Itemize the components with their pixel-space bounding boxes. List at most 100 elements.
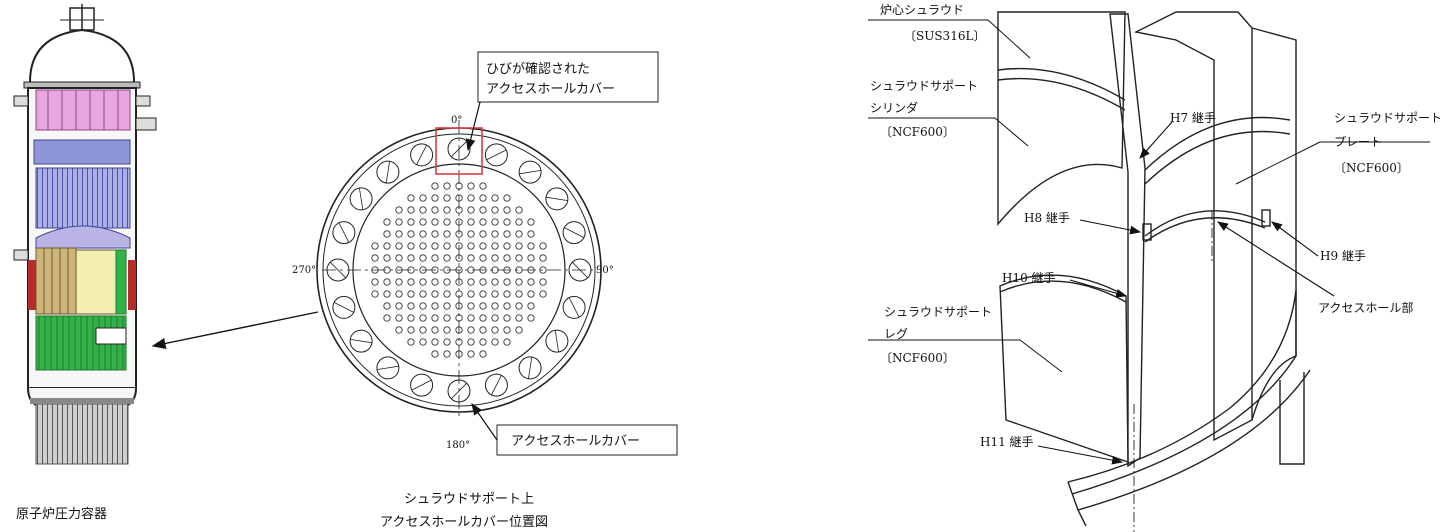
access-hole-cover-mark <box>411 379 432 391</box>
access-hole-cover-mark <box>554 330 559 353</box>
fuel-support-cell <box>419 302 427 310</box>
fuel-support-cell <box>503 338 511 346</box>
fuel-support-cell <box>443 314 451 322</box>
angle-0-label: 0° <box>451 115 462 126</box>
section-leader-lines <box>868 19 1430 373</box>
fuel-support-cell <box>383 302 391 310</box>
support-cylinder-label-2: シリンダ <box>870 100 918 115</box>
access-hole-cover-mark <box>519 170 542 175</box>
fuel-support-cell <box>443 254 451 262</box>
shroud-joint-line <box>997 67 1126 101</box>
fuel-support-cell <box>431 350 439 358</box>
access-hole-cover-mark <box>333 302 354 313</box>
support-leg-label-2: レグ <box>884 327 908 341</box>
h7-label: H7 継手 <box>1170 110 1216 125</box>
access-hole-cover <box>332 221 356 245</box>
fuel-support-cell <box>383 278 391 286</box>
support-plate-label-2: プレート <box>1334 135 1382 149</box>
access-hole-cover-mark <box>376 365 399 370</box>
fuel-support-cell <box>443 230 451 238</box>
h11-leader <box>1037 445 1124 465</box>
support-cylinder-material: 〔NCF600〕 <box>880 125 955 139</box>
fuel-support-cell <box>503 242 511 250</box>
fuel-support-cell <box>479 314 487 322</box>
pointer-arrow-vessel <box>151 311 319 349</box>
fuel-support-cell <box>515 278 523 286</box>
fuel-support-cell <box>407 314 415 322</box>
h9-leader <box>1271 221 1319 257</box>
fuel-support-cell <box>479 230 487 238</box>
fuel-support-cell <box>431 278 439 286</box>
access-hole-cover <box>376 160 400 184</box>
shroud-joint-line-2 <box>997 77 1126 111</box>
fuel-support-cell <box>503 230 511 238</box>
fuel-support-cell <box>479 278 487 286</box>
h9-weld <box>1261 209 1271 227</box>
fuel-support-cell <box>467 290 475 298</box>
support-plate-top <box>1144 116 1291 171</box>
access-hole-cover-mark <box>338 222 350 243</box>
fuel-support-cell <box>443 290 451 298</box>
fuel-support-cell <box>479 350 487 358</box>
fuel-support-cell <box>371 278 379 286</box>
fuel-support-cell <box>419 290 427 298</box>
fuel-support-cell <box>467 350 475 358</box>
fuel-support-cell <box>443 242 451 250</box>
access-hole-ring <box>326 137 592 403</box>
fuel-support-cell <box>443 302 451 310</box>
access-hole-cover <box>484 373 508 397</box>
reactor-pressure-vessel <box>13 4 157 465</box>
fuel-support-cell <box>491 314 499 322</box>
fuel-support-cell <box>503 278 511 286</box>
fuel-support-cell <box>503 218 511 226</box>
h7-leader <box>1139 121 1173 159</box>
fuel-support-cell <box>443 278 451 286</box>
fuel-support-cell <box>491 278 499 286</box>
fuel-support-cell <box>431 242 439 250</box>
fuel-support-cell <box>503 254 511 262</box>
fuel-support-cell <box>539 254 547 262</box>
fuel-support-cell <box>467 242 475 250</box>
fuel-support-cell <box>479 326 487 334</box>
fuel-support-cell <box>479 218 487 226</box>
h8-label: H8 継手 <box>1024 210 1070 225</box>
fuel-support-cell <box>431 254 439 262</box>
fuel-support-cell <box>443 218 451 226</box>
support-leg-panel <box>999 274 1129 463</box>
fuel-support-cell <box>407 206 415 214</box>
fuel-support-cell <box>419 338 427 346</box>
fuel-support-cell <box>539 278 547 286</box>
fuel-support-cell <box>443 338 451 346</box>
access-hole-label: アクセスホール部 <box>1318 300 1413 315</box>
access-hole-cover <box>376 356 400 380</box>
fuel-support-cell <box>407 218 415 226</box>
fuel-support-cell <box>467 182 475 190</box>
fuel-support-cell <box>515 218 523 226</box>
section-cut-band <box>1109 13 1146 468</box>
fuel-support-cell <box>407 254 415 262</box>
callout-cover-leader <box>471 403 498 441</box>
fuel-support-cell <box>527 290 535 298</box>
callout-cover-text: アクセスホールカバー <box>511 434 640 449</box>
plan-caption-line2: アクセスホールカバー位置図 <box>380 515 548 530</box>
fuel-support-cell <box>431 338 439 346</box>
access-hole-cover-mark <box>568 297 580 318</box>
fuel-support-cell <box>503 302 511 310</box>
fuel-support-cell <box>395 242 403 250</box>
fuel-support-cell <box>431 218 439 226</box>
fuel-support-grid <box>371 182 547 358</box>
fuel-support-cell <box>467 194 475 202</box>
fuel-support-cell <box>479 242 487 250</box>
angle-180-label: 180° <box>446 440 470 451</box>
fuel-support-cell <box>479 206 487 214</box>
support-plate-label: シュラウドサポート <box>1334 111 1442 125</box>
access-hole-arch-2 <box>1144 217 1266 243</box>
fuel-support-cell <box>527 278 535 286</box>
fuel-support-cell <box>491 290 499 298</box>
callout-cover-box <box>496 424 678 456</box>
bottom-head-break <box>1067 481 1087 527</box>
support-plate-top-2 <box>1144 130 1291 185</box>
access-hole-cover <box>562 295 586 319</box>
fuel-support-cell <box>431 314 439 322</box>
fuel-support-cell <box>431 302 439 310</box>
